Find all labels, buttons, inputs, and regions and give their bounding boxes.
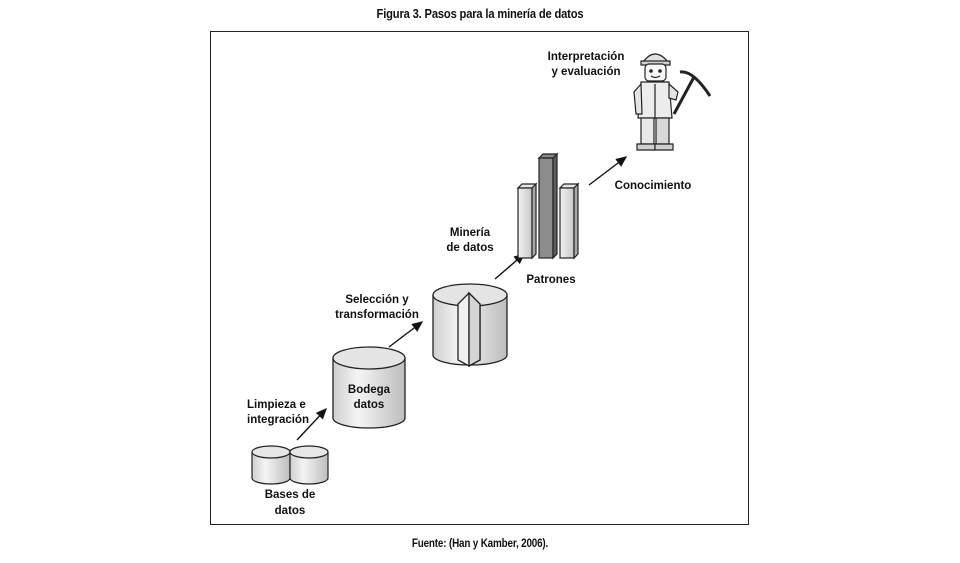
arrow-bases-to-bodega — [296, 407, 327, 441]
patterns-bars-icon — [516, 152, 580, 260]
figure-title: Figura 3. Pasos para la minería de datos — [376, 6, 584, 21]
limpieza-label-2: integración — [247, 414, 309, 426]
bases-label-1: Bases de — [265, 489, 316, 501]
seleccion-label-1: Selección y — [345, 294, 409, 306]
limpieza-label-1: Limpieza e — [247, 399, 306, 411]
figure-source: Fuente: (Han y Kamber, 2006). — [411, 538, 549, 550]
selected-data-cylinder-icon — [432, 283, 508, 368]
interpretacion-label-1: Interpretación — [548, 51, 625, 63]
patrones-label: Patrones — [526, 274, 575, 286]
diagram-frame — [210, 31, 749, 525]
data-warehouse-cylinder-icon — [332, 346, 406, 429]
arrow-bodega-to-seleccion — [388, 321, 424, 348]
mineria-label-2: de datos — [446, 242, 493, 254]
arrow-patrones-to-conocimiento — [588, 156, 628, 186]
miner-person-with-pickaxe-icon — [633, 53, 712, 151]
bases-label-2: datos — [275, 505, 306, 517]
bodega-label-2: datos — [354, 399, 385, 411]
seleccion-label-2: transformación — [335, 309, 419, 321]
database-cylinders-icon — [251, 445, 329, 485]
mineria-label-1: Minería — [450, 227, 491, 239]
conocimiento-label: Conocimiento — [615, 180, 692, 192]
bodega-label-1: Bodega — [348, 384, 391, 396]
interpretacion-label-2: y evaluación — [551, 66, 620, 78]
